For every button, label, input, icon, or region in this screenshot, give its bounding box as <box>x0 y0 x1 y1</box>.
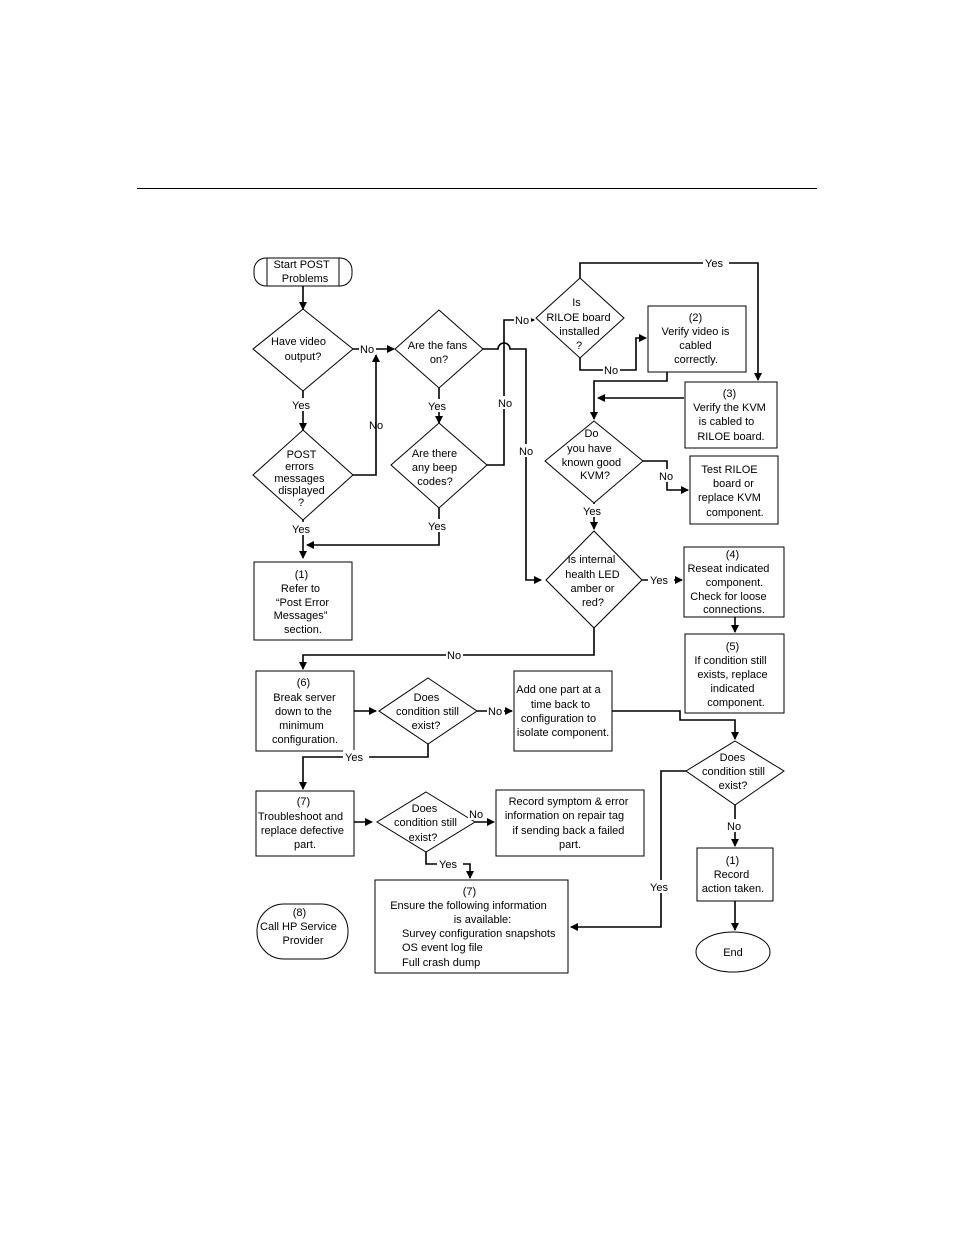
label-beep-no: No <box>498 398 512 410</box>
start-terminator <box>253 257 353 287</box>
exist-decision-right <box>685 740 785 806</box>
record-action-text: (1) Record action taken. <box>702 855 764 895</box>
label-exist1-yes: Yes <box>345 752 363 764</box>
ensure-info-box <box>374 879 569 974</box>
edge-labels: No Yes No Yes Yes No No Yes No Yes No No… <box>290 256 743 894</box>
call-hp-text: (8) Call HP Service Provider <box>260 907 340 947</box>
call-hp-terminator <box>256 903 349 960</box>
add-part-box <box>513 670 613 752</box>
troubleshoot-text: (7) Troubleshoot and replace defective p… <box>258 796 347 851</box>
test-riloe-text: Test RILOE board or replace KVM componen… <box>698 464 764 519</box>
label-right-no: No <box>727 821 741 833</box>
known-kvm-text: Do you have known good KVM? <box>562 428 624 482</box>
exist-1-text: Does condition still exist? <box>396 692 462 732</box>
verify-video-text: (2) Verify video is cabled correctly. <box>662 312 733 366</box>
label-exist2-yes: Yes <box>439 859 457 871</box>
exist-right-text: Does condition still exist? <box>702 752 768 792</box>
exist-decision-2 <box>376 791 476 853</box>
label-video-no: No <box>360 344 374 356</box>
record-symptom-text: Record symptom & error information on re… <box>505 796 632 851</box>
break-down-box <box>255 670 355 752</box>
edge-beep-no <box>487 316 535 466</box>
have-video-text: Have video output? <box>271 336 329 363</box>
end-terminator <box>695 931 771 973</box>
test-riloe-box <box>689 455 779 525</box>
node-text: Start POST Problems Have video output? P… <box>258 259 772 969</box>
reseat-box <box>683 546 785 618</box>
verify-video-box <box>647 305 747 373</box>
label-beep-yes: Yes <box>428 521 446 533</box>
label-riloe-yes: Yes <box>705 258 723 270</box>
replace-indicated-box <box>684 633 785 714</box>
edge-errors-no <box>353 354 380 476</box>
edge-fans-no <box>483 342 542 584</box>
label-riloe-no: No <box>604 365 618 377</box>
label-exist2-no: No <box>469 809 483 821</box>
verify-kvm-text: (3) Verify the KVM is cabled to RILOE bo… <box>693 388 769 443</box>
add-part-text: Add one part at a time back to configura… <box>516 684 609 739</box>
fans-on-text: Are the fans on? <box>408 340 470 366</box>
label-fans-yes: Yes <box>428 401 446 413</box>
riloe-installed-text: Is RILOE board installed ? <box>546 297 613 352</box>
break-down-text: (6) Break server down to the minimum con… <box>272 677 339 746</box>
edge-video-kvm <box>590 372 668 420</box>
refer-post-text: (1) Refer to “Post Error Messages” secti… <box>274 569 333 636</box>
verify-kvm-box <box>684 381 778 449</box>
post-errors-text: POST errors messages displayed ? <box>274 449 327 509</box>
label-errors-no: No <box>369 420 383 432</box>
label-kvm-yes: Yes <box>583 506 601 518</box>
label-led-no: No <box>447 650 461 662</box>
ensure-info-text: (7) Ensure the following information is … <box>390 886 558 969</box>
shapes <box>252 257 785 974</box>
label-kvm-no: No <box>659 471 673 483</box>
riloe-installed-decision <box>535 277 625 359</box>
exist-decision-1 <box>378 677 478 745</box>
edge-beep-yes <box>306 508 440 549</box>
beep-codes-text: Are there any beep codes? <box>412 448 460 488</box>
label-led-yes: Yes <box>650 575 668 587</box>
edge-riloe-yes <box>579 262 762 381</box>
replace-indicated-text: (5) If condition still exists, replace i… <box>694 641 770 709</box>
record-symptom-box <box>495 789 645 857</box>
health-led-text: Is internal health LED amber or red? <box>565 554 623 609</box>
exist-2-text: Does condition still exist? <box>394 803 460 844</box>
label-errors-yes: Yes <box>292 524 310 536</box>
end-text: End <box>723 947 743 959</box>
edge-right-yes <box>570 770 686 931</box>
label-riloe-no-in: No <box>515 315 529 327</box>
label-fans-no: No <box>519 446 533 458</box>
have-video-decision <box>252 308 354 392</box>
label-video-yes: Yes <box>292 400 310 412</box>
start-text: Start POST Problems <box>273 259 332 285</box>
label-exist1-no: No <box>488 706 502 718</box>
refer-post-errors-box <box>253 561 353 641</box>
record-action-box <box>696 847 774 902</box>
edge-add-right <box>612 710 739 740</box>
reseat-text: (4) Reseat indicated component. Check fo… <box>687 549 772 616</box>
troubleshoot-box <box>255 790 355 857</box>
known-kvm-decision <box>544 420 644 504</box>
label-right-yes: Yes <box>650 882 668 894</box>
beep-codes-decision <box>390 422 488 509</box>
edge-riloe-no <box>579 334 647 371</box>
health-led-decision <box>545 530 643 629</box>
fans-on-decision <box>394 309 484 389</box>
post-errors-decision <box>252 429 354 521</box>
